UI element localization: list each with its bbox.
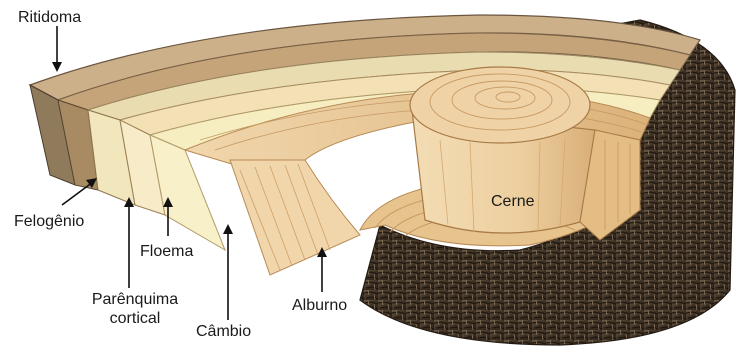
label-cambio: Câmbio — [196, 322, 251, 341]
arrow-ritidoma — [52, 26, 62, 72]
label-parenquima-cortical: Parênquima cortical — [80, 290, 190, 328]
label-alburno: Alburno — [292, 296, 347, 315]
label-parenquima-line2: cortical — [80, 309, 190, 328]
arrow-cambio — [223, 224, 233, 320]
arrow-parenquima — [124, 197, 134, 288]
label-parenquima-line1: Parênquima — [80, 290, 190, 309]
label-ritidoma: Ritidoma — [18, 8, 81, 27]
label-cerne: Cerne — [491, 192, 535, 211]
label-floema: Floema — [140, 242, 193, 261]
label-felogenio: Felogênio — [14, 212, 84, 231]
